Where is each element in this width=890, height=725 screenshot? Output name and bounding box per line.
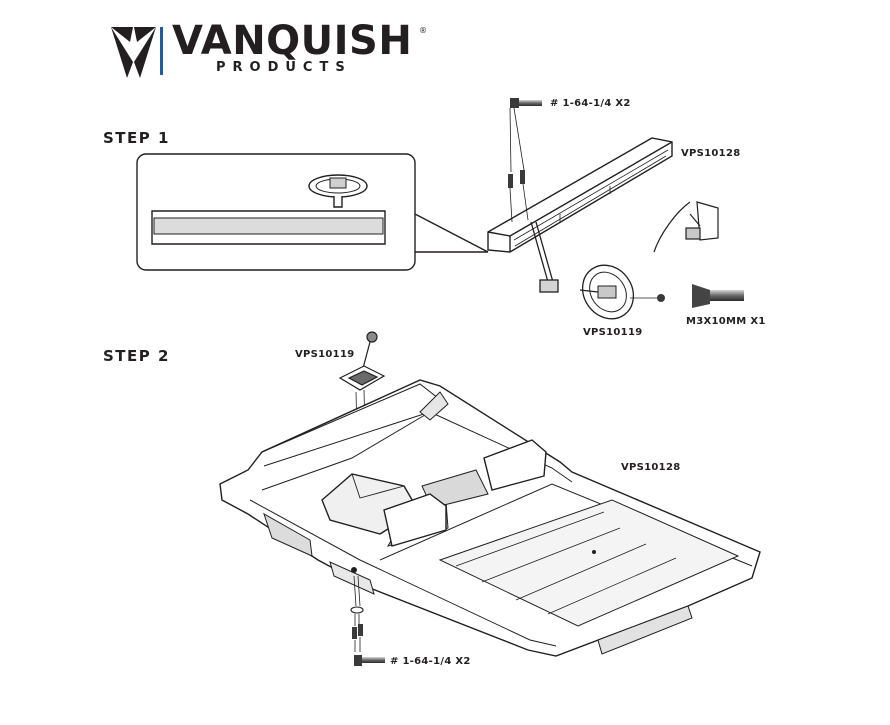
bottom-fastener-icon [350,575,364,652]
screw-bottom-callout: # 1-64-1/4 X2 [390,656,471,667]
brand-subtitle: PRODUCTS [216,60,352,75]
interior-tub-icon [219,379,761,657]
dash-panel-icon [487,137,673,253]
shifter-part-callout: VPS10119 [295,349,355,360]
m3-screw-icon [692,284,744,308]
screw-icon [508,98,542,223]
screw-top-callout: # 1-64-1/4 X2 [550,98,631,109]
steering-wheel-icon [530,221,665,320]
step-2-heading: STEP 2 [103,347,170,365]
screw-icon [354,655,385,666]
registered-mark: ® [419,26,427,35]
vanquish-logo-icon [111,27,163,78]
dash-part-callout: VPS10128 [681,148,741,159]
m3-screw-callout: M3X10MM X1 [686,316,766,327]
steering-detail-icon [653,201,719,253]
wheel-part-callout: VPS10119 [583,327,643,338]
step-1-heading: STEP 1 [103,129,170,147]
body-part-callout: VPS10128 [621,462,681,473]
step1-inset [136,153,489,271]
brand-name: VANQUISH [172,18,413,64]
